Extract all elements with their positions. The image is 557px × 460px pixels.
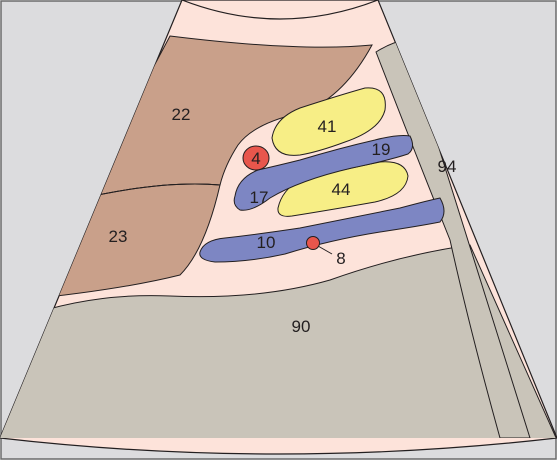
label-41: 41: [318, 117, 337, 136]
label-94: 94: [438, 157, 457, 176]
vessel-10: [199, 197, 445, 263]
label-8: 8: [336, 249, 345, 268]
leader-line-8: [317, 245, 333, 255]
region-90: [0, 244, 557, 438]
circle-8: [306, 236, 320, 250]
label-19: 19: [372, 140, 391, 159]
label-4: 4: [251, 149, 260, 168]
transducer-arc: [181, 0, 379, 20]
vessel-19-17: [233, 135, 414, 211]
region-41: [271, 87, 386, 156]
label-44: 44: [332, 180, 351, 199]
label-90: 90: [292, 317, 311, 336]
label-22: 22: [172, 105, 191, 124]
label-17: 17: [250, 188, 269, 207]
label-23: 23: [109, 227, 128, 246]
label-10: 10: [257, 233, 276, 252]
circle-4: [242, 145, 270, 171]
